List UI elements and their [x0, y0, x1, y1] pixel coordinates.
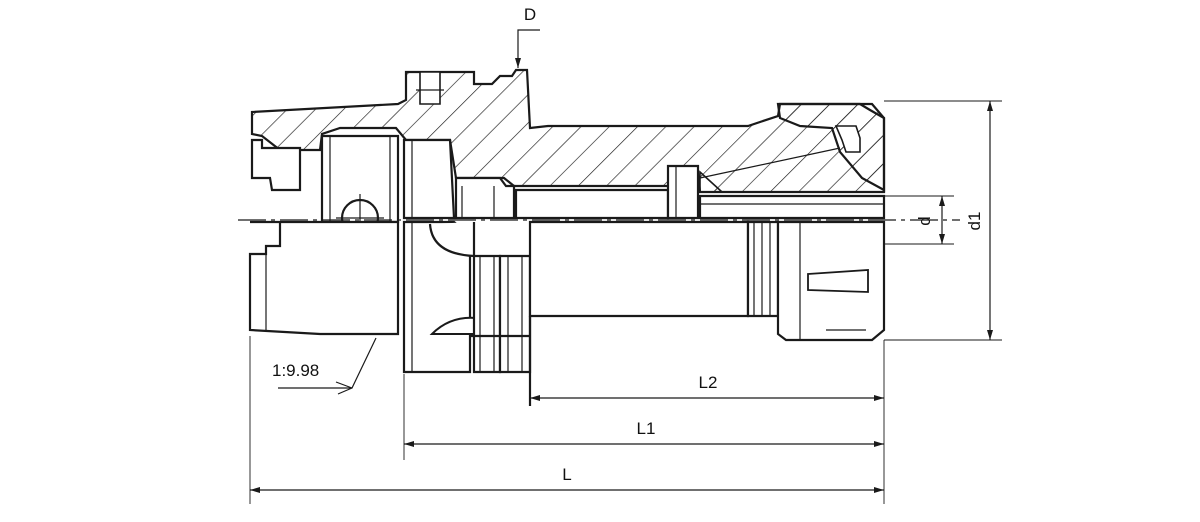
shaft-grooves	[746, 220, 780, 318]
dimension-labels: D 1:9.98 L2 L1 L d d1	[272, 5, 984, 484]
label-d1: d1	[965, 212, 984, 231]
lower-view	[248, 220, 886, 406]
label-L2: L2	[699, 373, 718, 392]
shaft-lower	[528, 220, 750, 318]
nut-top	[776, 102, 886, 192]
groove-ring-2	[498, 254, 532, 374]
dim-D-leader	[515, 29, 540, 68]
dimensions	[249, 29, 1002, 504]
collet-groove	[834, 125, 861, 153]
collet-upper	[698, 194, 886, 220]
upper-section	[250, 68, 886, 224]
label-D: D	[524, 5, 536, 24]
label-taper: 1:9.98	[272, 361, 319, 380]
ring-upper	[666, 164, 700, 220]
shaft-inner-upper	[514, 188, 670, 220]
shank-upper	[250, 138, 302, 192]
bore-step	[454, 176, 516, 220]
shank-lower	[248, 220, 400, 336]
groove-ring-1	[472, 254, 502, 374]
flange-slot	[419, 71, 441, 105]
flange-upper	[402, 138, 456, 220]
label-d: d	[915, 216, 934, 225]
label-L1: L1	[637, 419, 656, 438]
label-L: L	[562, 465, 571, 484]
